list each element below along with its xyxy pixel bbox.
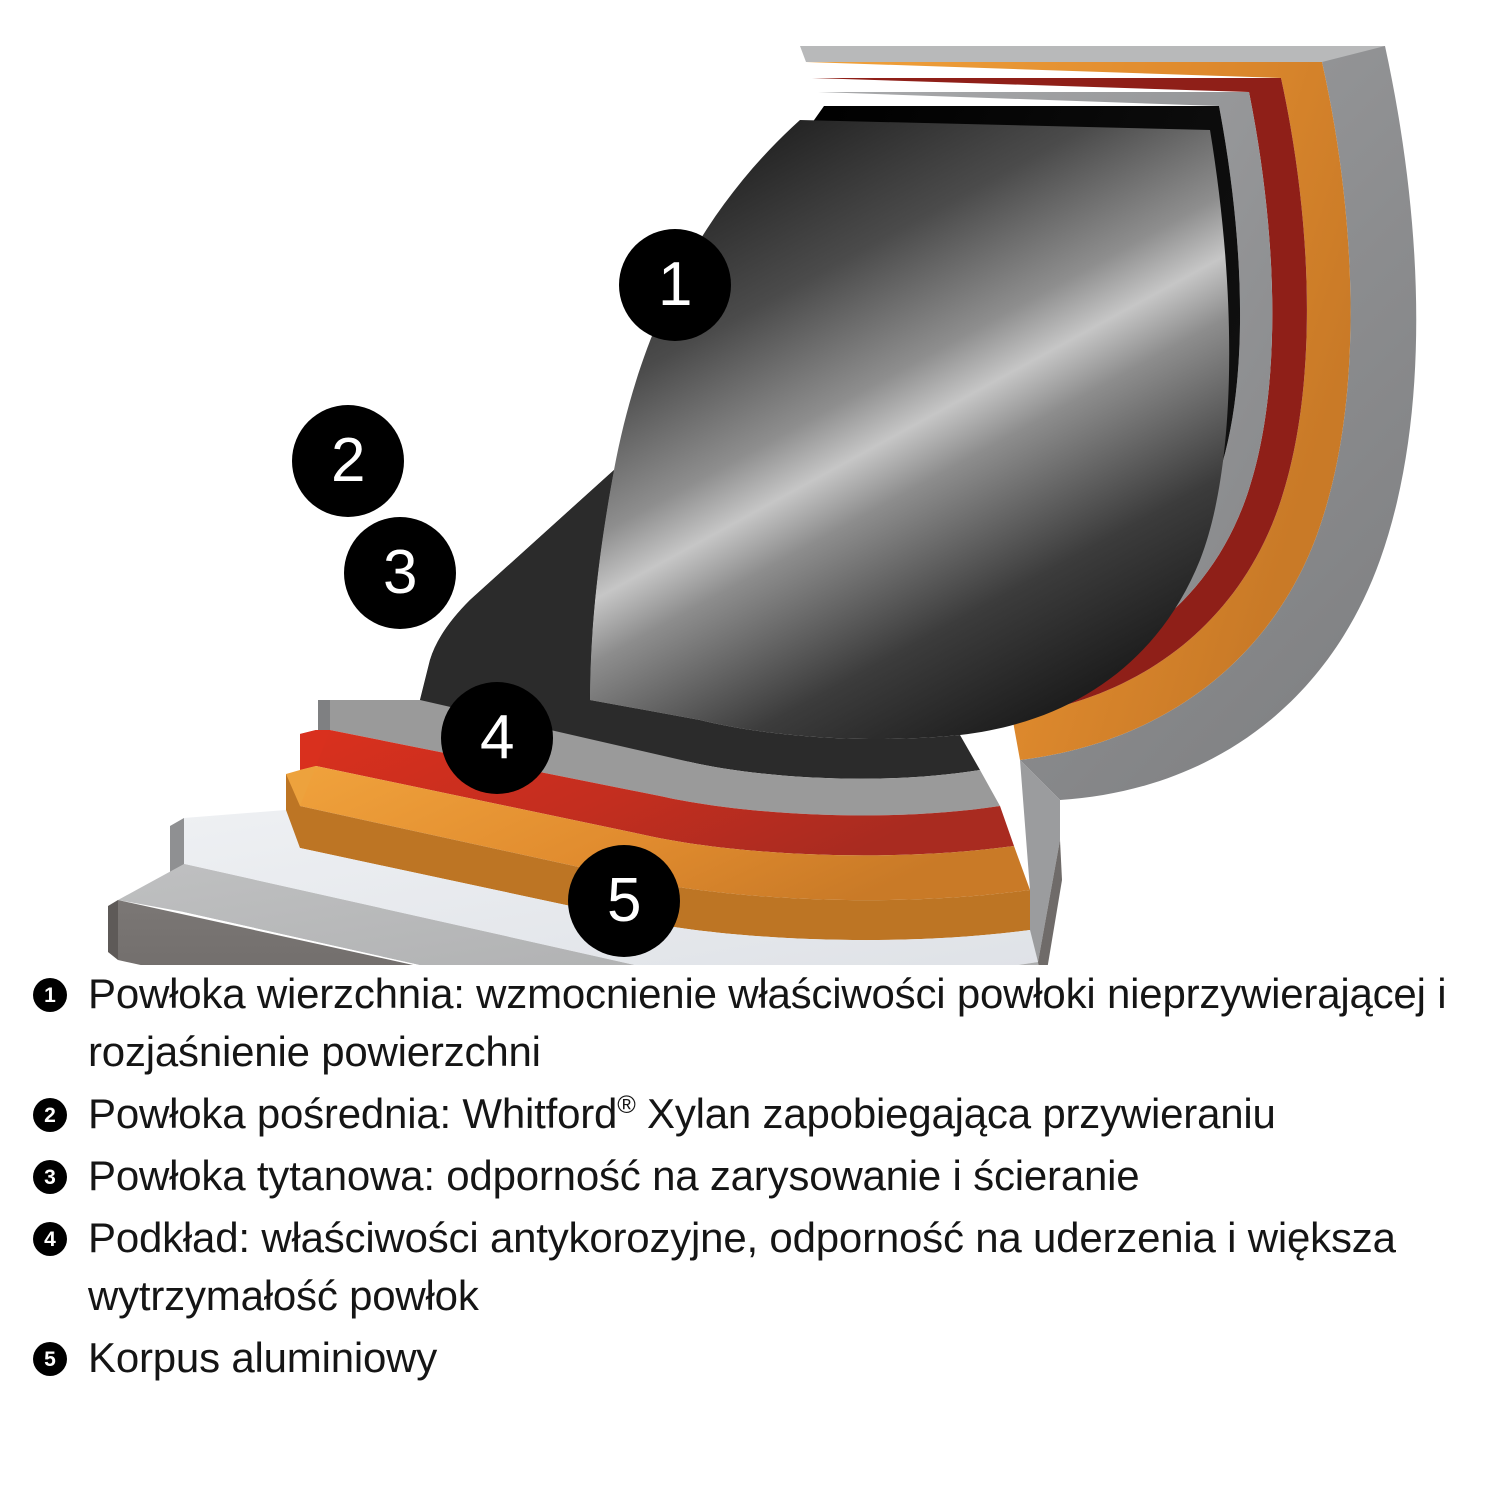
legend-item-2: 2 Powłoka pośrednia: Whitford® Xylan zap… [0,1085,1500,1143]
callout-badge-1: 1 [619,229,731,341]
legend-item-5: 5 Korpus aluminiowy [0,1329,1500,1387]
titanium-layer-left-cap [300,730,330,770]
body-layer-left-face [108,900,118,960]
base-right-shoulder-front [1038,840,1062,965]
callout-badge-3-label: 3 [383,538,417,607]
primer-layer-front-face [300,806,1030,941]
legend-badge-2: 2 [33,1098,67,1132]
legend-text-2: Powłoka pośrednia: Whitford® Xylan zapob… [88,1085,1476,1143]
callout-badge-2-label: 2 [331,426,365,495]
callout-badge-1-label: 1 [658,250,692,319]
legend-badge-1: 1 [33,978,67,1012]
base-right-shoulder [1020,760,1060,962]
titanium-layer-flat [316,730,1014,856]
outer-shell-rim [800,46,1385,62]
mid-coat-layer-left-edge [318,700,330,730]
callout-badge-5-label: 5 [607,866,641,935]
primer-layer-flat [300,766,1030,901]
legend-badge-3: 3 [33,1160,67,1194]
callout-badge-2: 2 [292,405,404,517]
callout-badge-4-label: 4 [480,703,514,772]
legend-text-1: Powłoka wierzchnia: wzmocnienie właściwo… [88,970,1447,1075]
body-layer-top [118,864,1038,965]
callout-badge-3: 3 [344,517,456,629]
callout-badge-5: 5 [568,845,680,957]
legend-badge-2-label: 2 [44,1103,56,1127]
legend-text-2-after: Xylan zapobiegająca przywieraniu [635,1090,1276,1137]
body-layer-front [118,900,414,965]
legend-text-2-before: Powłoka pośrednia: Whitford [88,1090,618,1137]
legend-item-4: 4 Podkład: właściwości antykorozyjne, od… [0,1209,1500,1325]
legend-badge-3-label: 3 [44,1165,56,1189]
callout-badge-4: 4 [441,682,553,794]
legend-badge-5-label: 5 [44,1347,56,1371]
legend-list: 1 Powłoka wierzchnia: wzmocnienie właści… [0,965,1500,1391]
legend-badge-4-label: 4 [44,1227,56,1251]
primer-layer-curve [806,62,1351,760]
mid-coat-layer-curve [818,92,1273,686]
legend-text-3: Powłoka tytanowa: odporność na zarysowan… [88,1152,1140,1199]
coating-cross-section-diagram: 1 2 3 4 5 [108,46,1417,965]
legend-badge-5: 5 [33,1342,67,1376]
legend-text-5: Korpus aluminiowy [88,1334,438,1381]
cross-section-illustration [108,46,1417,965]
legend-item-1: 1 Powłoka wierzchnia: wzmocnienie właści… [0,965,1500,1081]
legend-item-3: 3 Powłoka tytanowa: odporność na zarysow… [0,1147,1500,1205]
legend-badge-4: 4 [33,1222,67,1256]
registered-trademark-symbol: ® [617,1091,636,1119]
top-coat-bottom-bevel [420,470,980,779]
legend-text-4: Podkład: właściwości antykorozyjne, odpo… [88,1214,1396,1319]
top-coat-inner-surface [590,120,1230,740]
legend-badge-1-label: 1 [44,983,56,1007]
outer-shell-wall [800,46,1417,800]
